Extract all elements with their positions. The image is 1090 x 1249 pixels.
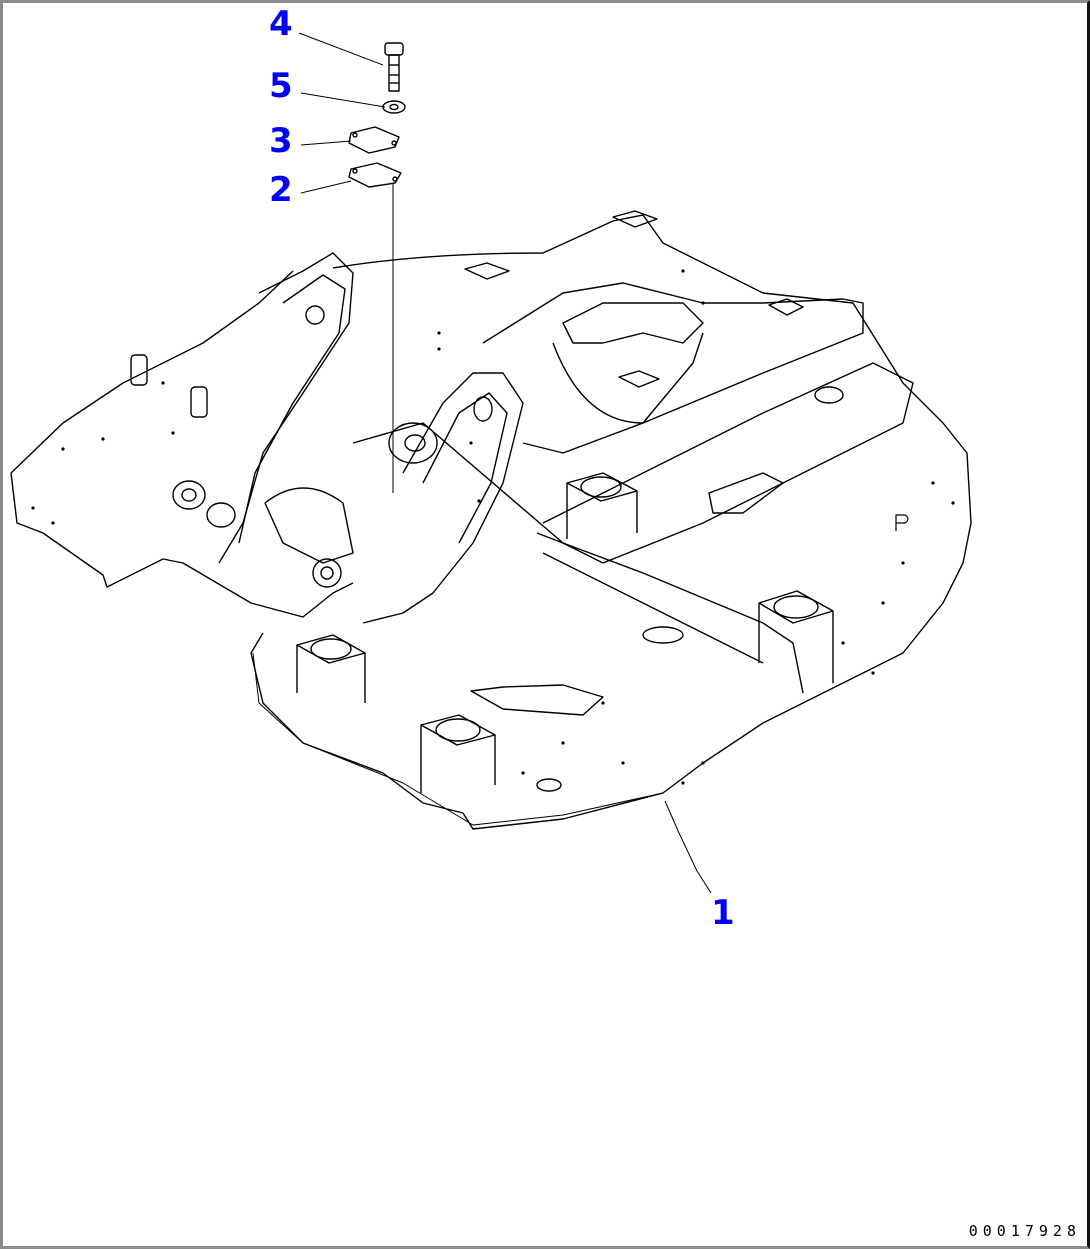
callout-1: 1 bbox=[711, 893, 735, 933]
hole-dots bbox=[31, 269, 955, 785]
mount-front-left bbox=[296, 634, 366, 703]
mount-right bbox=[758, 590, 834, 683]
frame-body bbox=[10, 210, 972, 830]
mount-rear-center bbox=[566, 472, 638, 539]
callout-4: 4 bbox=[269, 4, 293, 44]
mount-front-center bbox=[420, 714, 496, 793]
cover-plate-icon bbox=[348, 126, 400, 154]
revolving-frame-drawing bbox=[10, 32, 972, 894]
callout-2: 2 bbox=[269, 170, 293, 210]
leader-lines bbox=[298, 32, 712, 894]
washer-icon bbox=[382, 100, 406, 114]
drawing-id-label: 00017928 bbox=[968, 1222, 1081, 1240]
gasket-icon bbox=[348, 162, 402, 188]
callout-5: 5 bbox=[269, 66, 293, 106]
bolt-icon bbox=[384, 42, 404, 92]
callout-3: 3 bbox=[269, 121, 293, 161]
